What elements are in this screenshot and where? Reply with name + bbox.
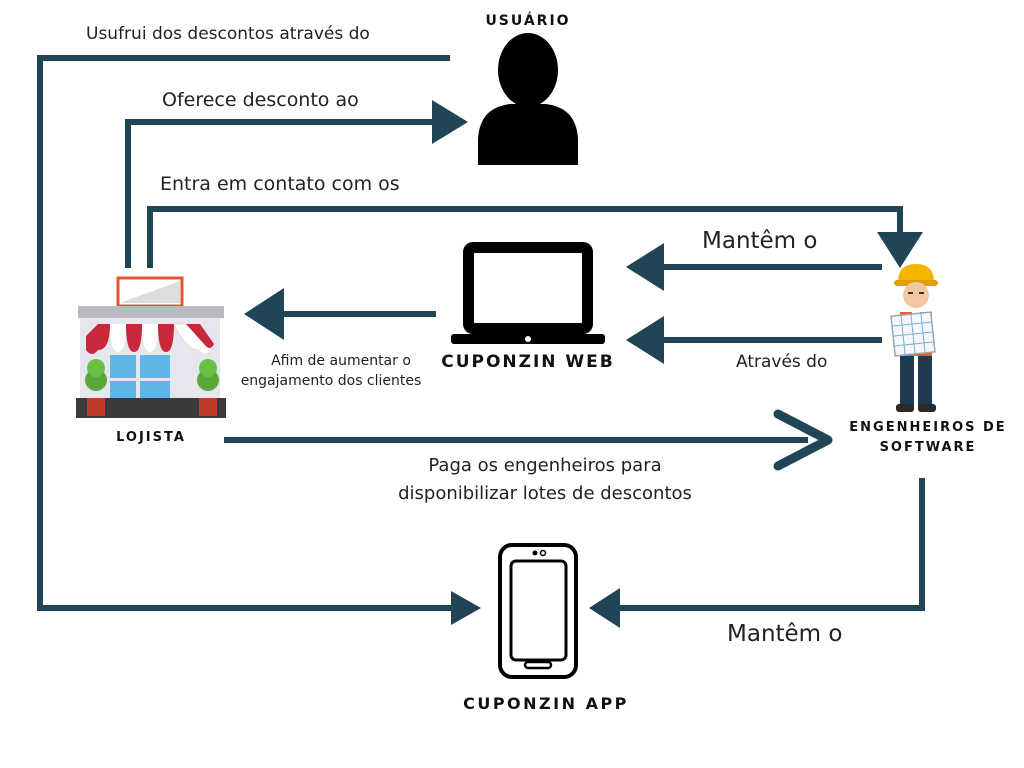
- cuponzin-web-label: CUPONZIN WEB: [441, 352, 615, 372]
- engineer-icon: [890, 264, 938, 412]
- arrowhead-mantem-app: [589, 588, 620, 628]
- user-icon: [478, 33, 578, 165]
- connector-mantem-app: [620, 478, 925, 611]
- connector-oferece: [125, 119, 440, 268]
- cuponzin-app-label: CUPONZIN APP: [463, 694, 629, 713]
- edge-label-oferece: Oferece desconto ao: [162, 89, 359, 111]
- connector-entra-contato: [147, 206, 903, 268]
- connector-usufrui: [37, 55, 455, 611]
- arrowhead-atraves-do: [626, 316, 664, 364]
- laptop-icon: [451, 242, 605, 344]
- arrowhead-oferece: [432, 100, 468, 144]
- engenheiros-label-line1: ENGENHEIROS DE: [849, 420, 1007, 435]
- phone-icon: [498, 543, 578, 679]
- arrowhead-afim: [244, 288, 284, 340]
- edge-label-mantem-app: Mantêm o: [727, 621, 843, 647]
- edge-label-mantem-web: Mantêm o: [702, 228, 818, 254]
- arrowhead-paga: [773, 409, 833, 471]
- usuario-label: USUÁRIO: [485, 13, 571, 29]
- edge-label-afim-line2: engajamento dos clientes: [240, 373, 422, 389]
- arrowhead-entra-contato: [877, 232, 923, 268]
- edge-label-usufrui: Usufrui dos descontos através do: [86, 24, 370, 44]
- edge-label-paga-line1: Paga os engenheiros para: [428, 455, 662, 476]
- arrowhead-mantem-web: [626, 243, 664, 291]
- edge-label-paga-line2: disponibilizar lotes de descontos: [398, 483, 692, 504]
- edge-label-entra-contato: Entra em contato com os: [160, 173, 400, 195]
- engenheiros-label-line2: SOFTWARE: [879, 440, 977, 455]
- edge-label-atraves-do: Através do: [736, 352, 828, 372]
- shop-icon: [76, 276, 226, 418]
- edge-label-afim-line1: Afim de aumentar o: [271, 353, 411, 369]
- arrowhead-usufrui: [451, 591, 481, 625]
- lojista-label: LOJISTA: [116, 430, 186, 445]
